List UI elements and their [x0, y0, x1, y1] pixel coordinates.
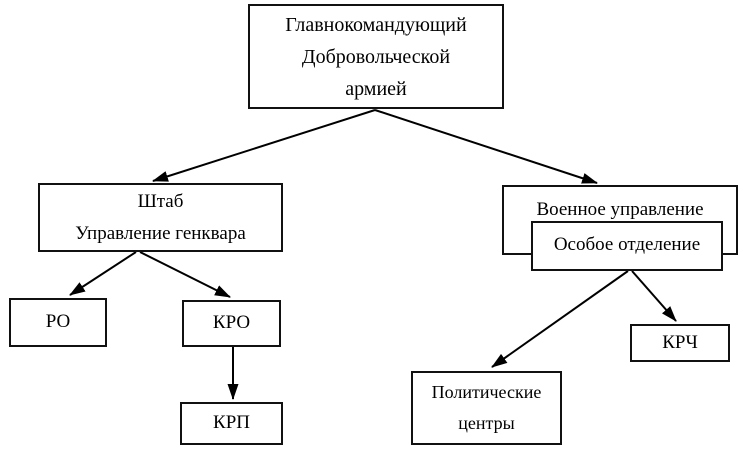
node-label: Штаб [137, 191, 184, 212]
arrow-commander-to-staff [152, 109, 376, 182]
arrow-commander-to-military [374, 109, 598, 184]
arrow-staff-to-ro [69, 251, 137, 296]
node-label: Военное управление [536, 199, 704, 220]
node-label: Управление генквара [75, 223, 246, 244]
node-krp: КРП [180, 402, 283, 445]
node-staff: Штаб Управление генквара [38, 183, 283, 252]
node-label: КРО [212, 312, 251, 333]
arrow-staff-to-kro [139, 251, 231, 298]
node-kro: КРО [182, 300, 281, 347]
node-label: армией [345, 78, 407, 100]
node-ro: РО [9, 298, 107, 347]
node-label: Особое отделение [553, 234, 701, 255]
node-label: РО [45, 311, 71, 332]
node-label: КРЧ [662, 332, 698, 353]
node-label: центры [458, 413, 515, 433]
node-label: Политические [431, 382, 542, 402]
node-label: КРП [213, 412, 250, 433]
arrow-special-to-political [491, 270, 629, 368]
node-label: Добровольческой [301, 46, 451, 68]
arrow-special-to-krch [631, 270, 677, 322]
node-political: Политические центры [411, 371, 562, 445]
node-special: Особое отделение [531, 221, 723, 271]
node-krch: КРЧ [630, 324, 730, 362]
node-label: Главнокомандующий [285, 14, 467, 36]
node-commander: Главнокомандующий Добровольческой армией [248, 4, 504, 109]
